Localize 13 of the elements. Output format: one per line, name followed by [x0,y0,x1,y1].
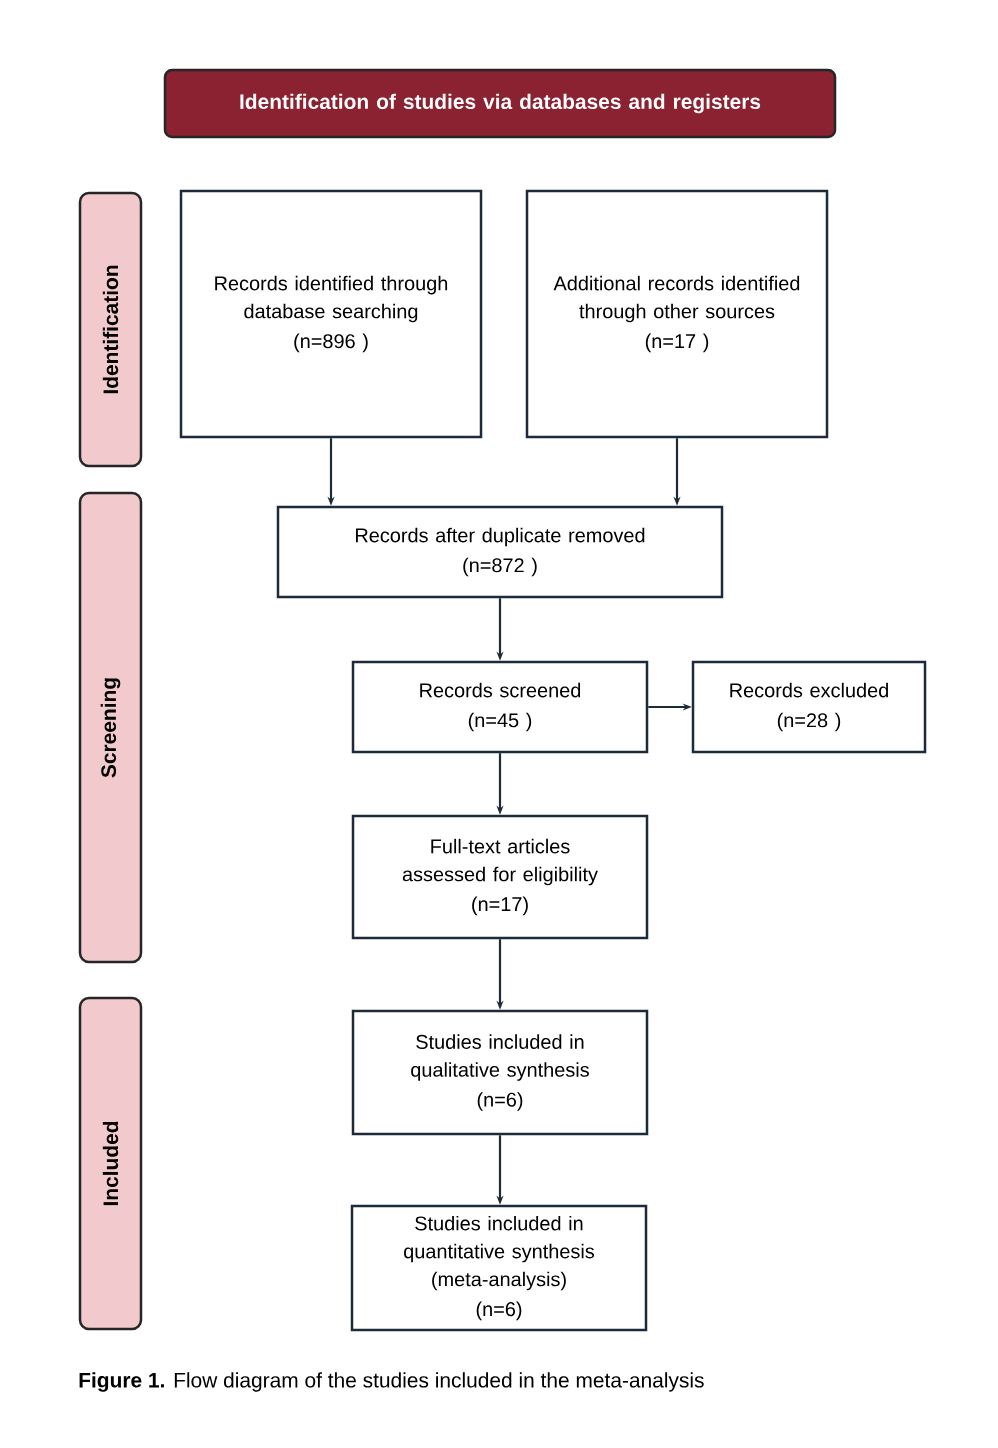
phase-label: Screening [78,491,143,964]
phase-label: Included [78,996,143,1331]
figure-caption: Figure 1. Flow diagram of the studies included in the meta-analysis [79,1372,704,1392]
process-box: Studies included in qualitative synthesis (n=6) [351,1009,649,1136]
process-box: Additional records identified through other sources (n=17 ) [525,189,829,439]
process-box: Records screened (n=45 ) [351,660,649,754]
process-box: Records identified through database searching (n=896 ) [179,189,483,439]
process-box: Records after duplicate removed (n=872 ) [276,505,724,599]
phase-label: Identification [78,191,143,468]
process-box: Records excluded (n=28 ) [691,660,927,754]
process-box: Full-text articles assessed for eligibility (n=17) [351,814,649,940]
process-box: Studies included in quantitative synthesis (meta-analysis) (n=6) [350,1204,648,1332]
section-banner: Identification of studies via databases and registers [163,68,837,139]
